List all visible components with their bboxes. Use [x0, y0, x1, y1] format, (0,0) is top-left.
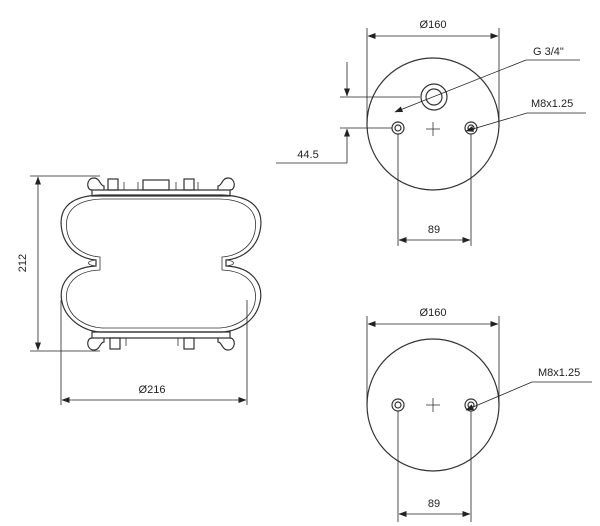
top-crimp-left	[87, 177, 105, 191]
bottom-thread-leader	[465, 381, 533, 411]
top-air-fitting	[142, 179, 170, 191]
width-label: Ø216	[139, 384, 166, 396]
air-fitting-label: G 3/4"	[533, 46, 564, 58]
top-stud-left	[107, 178, 119, 191]
bottom-spacing-label: 89	[428, 498, 440, 510]
bottom-view: Ø160 M8x1.25 89	[366, 307, 592, 522]
air-fitting-inner	[425, 88, 443, 106]
bottom-crimp-right	[217, 337, 235, 351]
bottom-stud-right	[183, 337, 195, 350]
top-diameter-label: Ø160	[420, 19, 447, 31]
top-view: Ø160 G 3/4" M8x1.25 44.5 89	[276, 19, 586, 246]
bottom-crimp-left	[87, 337, 105, 351]
top-stud-right	[183, 178, 195, 191]
height-label: 212	[17, 254, 29, 272]
top-spacing-label: 89	[428, 224, 440, 236]
bottom-stud-left	[109, 337, 121, 350]
bottom-stud-left-outer	[391, 398, 405, 412]
bottom-thread-label: M8x1.25	[538, 367, 580, 379]
bellow-inner-ply	[66, 198, 256, 329]
air-fitting-outer	[420, 83, 448, 111]
offset-label: 44.5	[297, 149, 318, 161]
bottom-plate-detail	[125, 338, 179, 346]
bottom-bead-plate	[91, 331, 231, 339]
top-crimp-right	[217, 177, 235, 191]
girdle-ring	[88, 259, 234, 267]
bellow-outline	[60, 194, 262, 333]
stud-left-outer	[391, 121, 405, 135]
bottom-stud-right-outer	[464, 398, 478, 412]
stud-left-inner	[394, 124, 402, 132]
bottom-stud-left-inner	[394, 401, 402, 409]
side-view: 212 Ø216	[17, 175, 262, 405]
thread-label: M8x1.25	[531, 98, 573, 110]
air-fitting-leader	[394, 59, 527, 113]
bottom-diameter-label: Ø160	[420, 307, 447, 319]
thread-leader	[465, 112, 528, 132]
top-plate-detail	[123, 182, 199, 190]
